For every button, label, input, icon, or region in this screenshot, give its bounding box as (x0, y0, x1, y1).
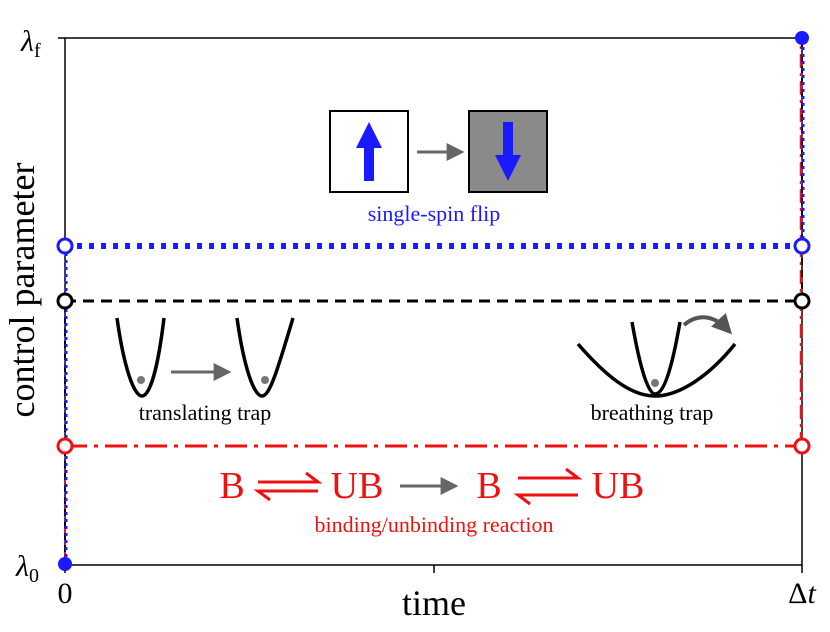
x-axis-title: time (402, 583, 466, 623)
reaction-left-bound: B (219, 465, 244, 507)
spin-flip-illustration (329, 110, 548, 193)
translating-trap-illustration (115, 317, 295, 398)
lambda-f-sub: f (34, 40, 41, 62)
start-point-lambda0 (58, 557, 72, 571)
trap-particle-final (261, 376, 269, 384)
end-point-lambdaf (795, 31, 809, 45)
red-open-circle-right (793, 437, 811, 455)
x-right-label: Δt (788, 577, 816, 610)
y-axis-title: control parameter (2, 163, 42, 418)
red-open-circle-left (56, 437, 74, 455)
breathing-arrow-icon (682, 312, 733, 335)
equilibrium-arrow-left-icon (253, 471, 323, 502)
y-top-label: λf (20, 25, 41, 62)
black-open-circle-left (56, 292, 74, 310)
black-open-circle-right (793, 292, 811, 310)
delta-main: Δ (788, 577, 807, 610)
trap-well-final (235, 317, 295, 398)
reaction-right-unbound: UB (592, 465, 645, 507)
trap-particle-initial (137, 376, 145, 384)
lambda-0-sub: 0 (29, 565, 39, 587)
lambda-0-main: λ (15, 550, 29, 583)
breathing-trap-caption: breathing trap (591, 400, 714, 425)
blue-open-circle-left (56, 237, 74, 255)
spin-flip-caption: single-spin flip (368, 201, 501, 226)
trap-well-narrow (630, 321, 682, 396)
reaction-right-bound: B (476, 465, 501, 507)
up-arrow-icon (356, 122, 382, 181)
trap-well-wide (576, 342, 737, 398)
equilibrium-arrow-right-icon (513, 467, 583, 506)
blue-open-circle-right (793, 237, 811, 255)
translating-trap-caption: translating trap (139, 400, 272, 425)
reaction-caption: binding/unbinding reaction (315, 512, 554, 537)
lambda-f-main: λ (20, 25, 34, 58)
trap-well-initial (115, 317, 166, 398)
x-left-label: 0 (58, 577, 73, 610)
reaction-left-unbound: UB (331, 465, 384, 507)
delta-t: t (807, 577, 816, 610)
breathing-trap-illustration (576, 312, 737, 398)
down-arrow-icon (495, 122, 521, 181)
reaction-illustration: B UB B UB (219, 465, 644, 507)
trap-particle-breathing (651, 379, 659, 387)
y-bottom-label: λ0 (15, 550, 39, 587)
